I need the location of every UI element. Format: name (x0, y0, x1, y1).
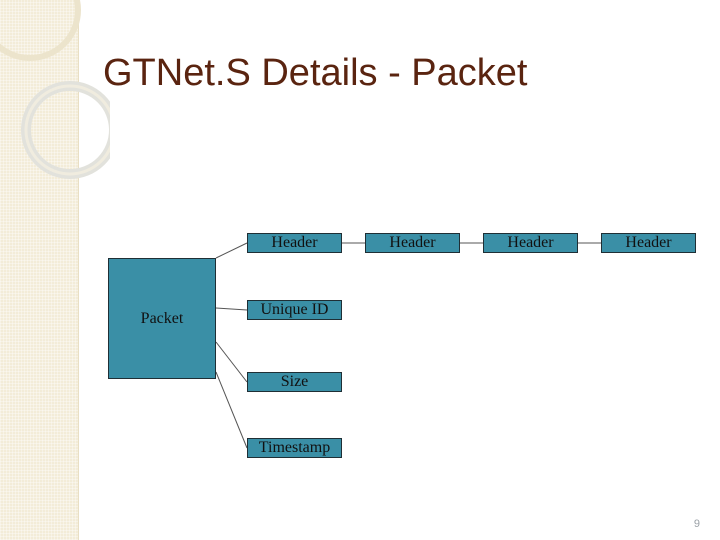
timestamp-node: Timestamp (247, 438, 342, 458)
decorative-circles (0, 0, 110, 179)
header-node-2: Header (365, 233, 460, 253)
connector-packet-size (215, 341, 248, 383)
header-node-3: Header (483, 233, 578, 253)
size-node: Size (247, 372, 342, 392)
connector-packet-timestamp (215, 371, 248, 449)
unique-id-node: Unique ID (247, 300, 342, 320)
header-node-4: Header (601, 233, 696, 253)
packet-node: Packet (108, 258, 216, 379)
connector-packet-unique-id (215, 307, 248, 311)
slide-title: GTNet.S Details - Packet (103, 52, 528, 94)
header-node-1: Header (247, 233, 342, 253)
connector-packet-header (215, 242, 248, 259)
page-number: 9 (693, 518, 700, 530)
